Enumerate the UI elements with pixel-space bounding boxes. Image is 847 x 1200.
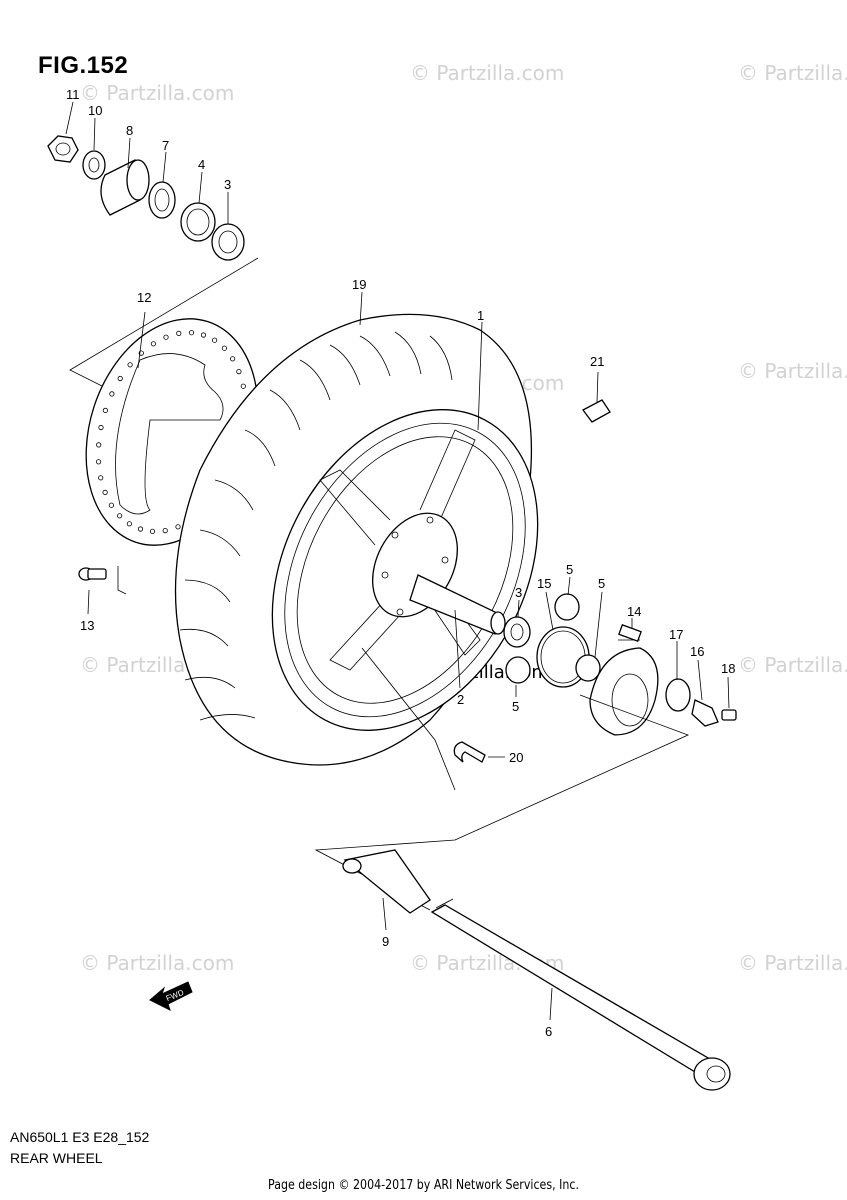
right-hub-parts [314,576,737,911]
part-5-damper-lower [505,656,531,684]
callout-numbers: 11 10 8 7 4 3 12 19 1 21 5 15 5 3 14 17 … [66,87,735,1039]
disc-hole [221,345,227,351]
callout-20: 20 [509,750,523,765]
callout-11: 11 [66,87,80,102]
callout-12: 12 [137,290,151,305]
disc-hole [98,475,104,481]
disc-hole [117,375,123,382]
disc-hole [138,350,144,356]
watermark-10: © Partzilla.com [738,951,847,975]
disc-hole [176,330,182,336]
part-5-damper-right [575,654,601,682]
callout-5-top: 5 [566,562,573,577]
callout-1: 1 [477,308,484,323]
callout-21: 21 [590,354,604,369]
disc-hole [137,526,144,532]
watermark-5: © Partzilla.com [738,359,847,383]
callout-9: 9 [382,934,389,949]
callout-5-right: 5 [598,576,605,591]
disc-hole [126,521,132,527]
callout-2: 2 [457,692,464,707]
callout-3-lower: 3 [515,585,522,600]
disc-hole [175,524,181,530]
figure-title: FIG.152 [38,52,129,79]
disc-hole [230,356,236,362]
callout-17: 17 [669,627,683,642]
fwd-direction-arrow: FWD [149,981,193,1011]
part-13-disc-bolt [78,567,107,615]
disc-hole [149,528,156,534]
disc-hole [127,362,133,368]
part-21-clip [582,371,611,423]
disc-hole [212,337,218,343]
callout-15: 15 [537,576,551,591]
page-footer-credit: Page design © 2004-2017 by ARI Network S… [268,1178,579,1193]
watermark-1: © Partzilla.com [80,81,234,105]
figure-name: REAR WHEEL [10,1150,103,1166]
callout-5-bottom: 5 [512,699,519,714]
part-10-washer [82,150,106,180]
disc-hole [96,459,102,465]
callout-10: 10 [88,103,102,118]
callout-18: 18 [721,661,735,676]
disc-hole [108,502,115,508]
disc-hole [102,489,108,495]
disc-hole [109,391,115,397]
part-17-sensor-ring [665,678,691,712]
callout-3-upper: 3 [224,177,231,192]
disc-hole [236,368,242,375]
watermark-8: © Partzilla.com [80,951,234,975]
disc-hole [96,442,102,448]
disc-hole [150,341,156,347]
callout-7: 7 [162,138,169,153]
disc-hole [188,330,195,336]
callout-14: 14 [627,604,641,619]
part-7-spacer [148,181,176,219]
callout-4: 4 [198,157,205,172]
part-20-air-valve [361,647,505,791]
part-9-axle-spacer [342,849,431,931]
axle-spacer-stack [47,101,259,431]
disc-hole [117,513,123,519]
callout-19: 19 [352,277,366,292]
watermark-7: © Partzilla.com [738,653,847,677]
part-19-tire-and-wheel [174,291,539,766]
part-11-nut [47,135,79,163]
part-14-drum [589,647,659,736]
disc-hole [102,407,109,413]
disc-hole [162,527,168,534]
disc-hole [240,383,246,389]
callout-16: 16 [690,644,704,659]
part-18-bolt [721,709,737,721]
part-3-bearing-right [503,616,531,648]
callout-6: 6 [545,1024,552,1039]
part-6-axle [430,898,731,1091]
callout-13: 13 [80,618,94,633]
part-5-damper-top [554,593,580,621]
disc-hole [98,424,104,431]
disc-hole [163,334,169,340]
disc-hole [200,332,207,338]
watermark-3: © Partzilla.com [738,61,847,85]
watermark-2: © Partzilla.com [410,61,564,85]
part-4-seal [180,202,216,242]
figure-code: AN650L1 E3 E28_152 [10,1129,150,1145]
part-3-bearing [211,223,245,261]
part-16-bracket [691,699,719,727]
callout-8: 8 [126,123,133,138]
